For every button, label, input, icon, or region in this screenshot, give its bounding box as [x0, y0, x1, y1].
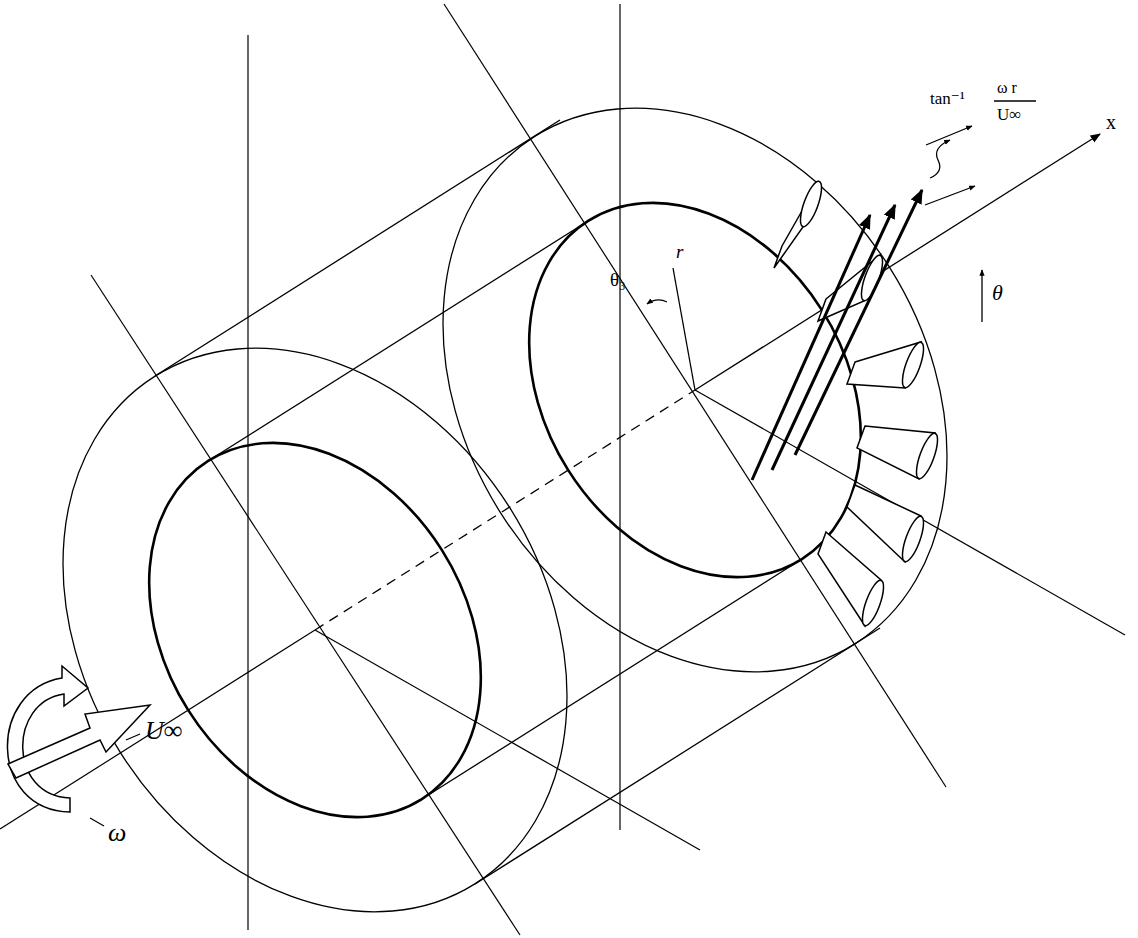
hub — [81, 141, 928, 879]
radius-label: r — [676, 242, 683, 261]
angle-label: θ — [992, 282, 1003, 304]
rotation-label: ω — [108, 820, 126, 846]
angle-formula: tan⁻¹ — [930, 90, 965, 107]
blades — [774, 179, 942, 628]
angle-label: θ₃ — [610, 270, 626, 289]
axis-label: x — [1106, 112, 1116, 132]
annotation-lines — [90, 101, 1036, 826]
outer-cylinder — [0, 14, 1050, 938]
formula-denominator: U∞ — [997, 106, 1021, 123]
velocity-label: U∞ — [145, 718, 182, 744]
rotation-symbols — [7, 666, 150, 812]
flow-arrows — [752, 190, 922, 480]
construction-lines — [0, 4, 1125, 935]
x-axis — [695, 134, 1100, 390]
formula-numerator: ω r — [997, 80, 1017, 96]
